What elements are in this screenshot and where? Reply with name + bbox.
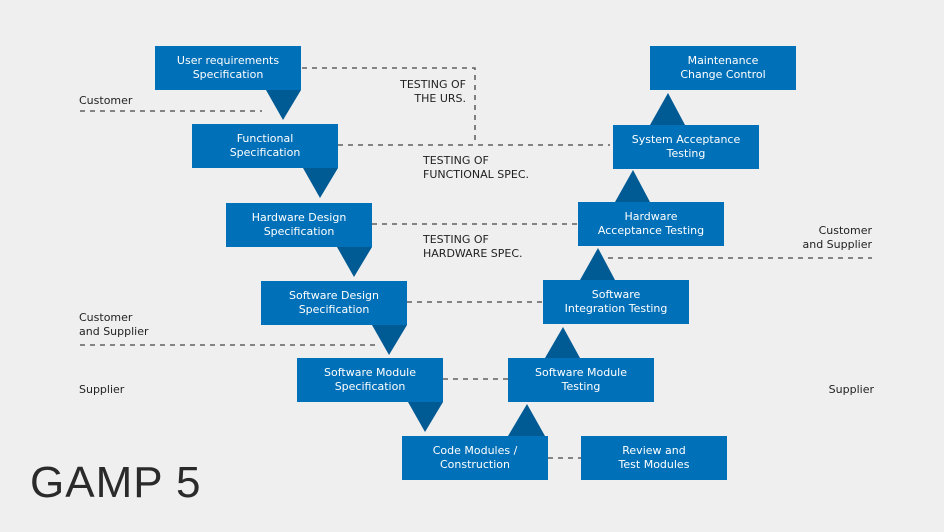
functional-spec-box: Functional Specification (192, 124, 338, 168)
arrow-up-1 (508, 404, 545, 436)
arrow-up-5 (650, 93, 685, 125)
software-module-spec-box: Software Module Specification (297, 358, 443, 402)
code-modules-box: Code Modules / Construction (402, 436, 548, 480)
review-test-modules-box: Review and Test Modules (581, 436, 727, 480)
urs-test-line (302, 67, 476, 145)
arrow-up-2 (545, 327, 580, 358)
system-acceptance-box: System Acceptance Testing (613, 125, 759, 169)
hardware-acceptance-box: Hardware Acceptance Testing (578, 202, 724, 246)
diagram-title: GAMP 5 (30, 458, 202, 507)
supplier-left-label: Supplier (79, 383, 125, 396)
user-requirements-box: User requirements Specification (155, 46, 301, 90)
software-integration-box: Software Integration Testing (543, 280, 689, 324)
testing-functional-label: TESTING OF FUNCTIONAL SPEC. (423, 154, 530, 181)
customer-supplier-right-label: Customer and Supplier (802, 224, 872, 251)
arrow-down-5 (408, 402, 443, 432)
maintenance-box: Maintenance Change Control (650, 46, 796, 90)
testing-hardware-label: TESTING OF HARDWARE SPEC. (423, 233, 523, 260)
arrow-down-2 (303, 168, 338, 198)
testing-urs-label: TESTING OF THE URS. (400, 78, 466, 105)
supplier-right-label: Supplier (828, 383, 874, 396)
customer-label: Customer (79, 94, 133, 107)
customer-supplier-left-label: Customer and Supplier (79, 311, 149, 338)
arrow-down-1 (266, 90, 301, 120)
arrow-down-3 (337, 247, 372, 277)
arrow-down-4 (372, 325, 407, 355)
arrow-up-3 (580, 248, 615, 280)
hardware-design-box: Hardware Design Specification (226, 203, 372, 247)
software-module-testing-box: Software Module Testing (508, 358, 654, 402)
arrow-up-4 (615, 170, 650, 202)
software-design-box: Software Design Specification (261, 281, 407, 325)
